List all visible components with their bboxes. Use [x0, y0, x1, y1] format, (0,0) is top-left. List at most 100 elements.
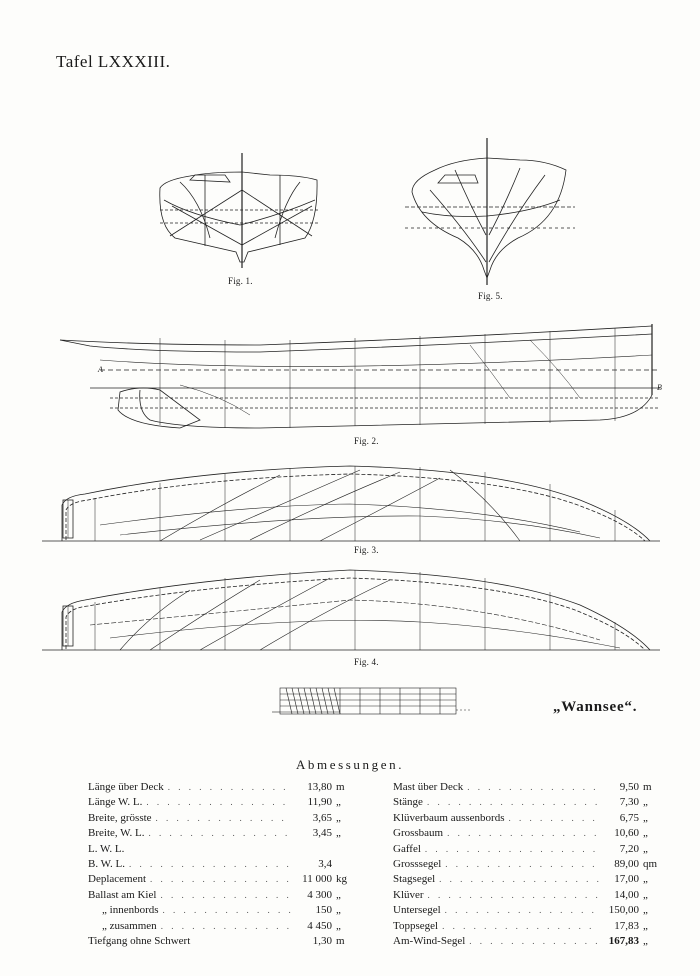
- dimension-value: 7,20: [619, 842, 639, 855]
- dimension-row: Länge über Deck. . . . . . . . . . . . .…: [88, 780, 356, 795]
- dimension-value: 3,65: [312, 811, 332, 824]
- dimension-row: Stänge. . . . . . . . . . . . . . . . .7…: [393, 795, 663, 810]
- dimension-label: Toppsegel: [393, 919, 439, 932]
- dimension-label: „ zusammen: [102, 919, 157, 932]
- dimension-unit: „: [643, 842, 648, 855]
- fig2-profile: [59, 324, 660, 429]
- dimension-value: 6,75: [619, 811, 639, 824]
- dimension-unit: „: [336, 827, 341, 840]
- dimension-row: Tiefgang ohne Schwert 1,30 m: [88, 934, 356, 949]
- dimension-label: Stagsegel: [393, 873, 436, 886]
- dimension-value: 17,00: [614, 873, 639, 886]
- fig5-body-plan: [405, 138, 575, 285]
- fig2-caption: Fig. 2.: [354, 436, 379, 446]
- dimension-value: 11,90: [307, 796, 332, 809]
- dimension-label: L. W. L.: [88, 842, 125, 855]
- fig2-mark-a: A: [97, 365, 103, 374]
- dimension-unit: „: [643, 888, 648, 901]
- dimension-value: 3,45: [312, 827, 332, 840]
- dimension-unit: „: [336, 919, 341, 932]
- dimension-label: Deplacement: [88, 873, 147, 886]
- dimension-row: L. W. L.: [88, 842, 356, 857]
- fig2-mark-b: B: [657, 383, 662, 392]
- dimension-value: 13,80: [307, 781, 332, 793]
- dimension-unit: „: [643, 796, 648, 809]
- dimension-row: „ innenbords. . . . . . . . . . . . . . …: [88, 903, 356, 918]
- dimensions-rig-list: Mast über Deck. . . . . . . . . . . . . …: [393, 780, 663, 949]
- dimension-unit: m: [336, 934, 345, 947]
- dimension-row: Mast über Deck. . . . . . . . . . . . . …: [393, 780, 663, 795]
- dimension-value: 3,4: [318, 857, 332, 870]
- dimension-row: Gaffel. . . . . . . . . . . . . . . . .7…: [393, 842, 663, 857]
- dimension-value: 10,60: [614, 827, 639, 840]
- boat-lines-drawing: A B: [42, 138, 662, 715]
- dimension-unit: „: [643, 919, 648, 932]
- dimension-row: Stagsegel. . . . . . . . . . . . . . . .…: [393, 872, 663, 887]
- dimension-unit: „: [336, 888, 341, 901]
- dimension-label: Klüverbaum aussenbords: [393, 811, 505, 824]
- fig1-body-plan: [159, 153, 318, 268]
- dimension-unit: „: [336, 796, 341, 809]
- dimension-label: Tiefgang ohne Schwert: [88, 934, 191, 947]
- dimension-row: Grossbaum. . . . . . . . . . . . . . . .…: [393, 826, 663, 841]
- dimension-label: Mast über Deck: [393, 781, 464, 793]
- dimension-label: Untersegel: [393, 904, 441, 917]
- dimension-label: B. W. L.: [88, 857, 125, 870]
- dimension-value: 17,83: [614, 919, 639, 932]
- dimension-label: Breite, grösste: [88, 811, 152, 824]
- dimension-row: Klüver. . . . . . . . . . . . . . . . .1…: [393, 888, 663, 903]
- dimension-row: Untersegel. . . . . . . . . . . . . . . …: [393, 903, 663, 918]
- dimension-unit: „: [336, 904, 341, 917]
- dimension-value: 1,30: [312, 934, 332, 947]
- dimension-label: Gaffel: [393, 842, 421, 855]
- fig3-waterlines-plan: [42, 465, 660, 542]
- dimension-unit: „: [643, 873, 648, 886]
- dimension-label: „ innenbords: [102, 904, 159, 917]
- dimension-unit: „: [643, 827, 648, 840]
- dimension-row: Länge W. L.. . . . . . . . . . . . . . .…: [88, 795, 356, 810]
- dimension-row: Am-Wind-Segel. . . . . . . . . . . . . .…: [393, 934, 663, 949]
- dimension-unit: kg: [336, 873, 347, 886]
- dimensions-hull-list: Länge über Deck. . . . . . . . . . . . .…: [88, 780, 356, 949]
- dimension-value: 14,00: [614, 888, 639, 901]
- dimension-unit: „: [643, 904, 648, 917]
- dimension-label: Ballast am Kiel: [88, 888, 157, 901]
- fig5-caption: Fig. 5.: [478, 291, 503, 301]
- fig1-caption: Fig. 1.: [228, 276, 253, 286]
- dimensions-heading: Abmessungen.: [295, 757, 405, 772]
- scale-bar: [272, 687, 470, 715]
- dimension-unit: qm: [643, 857, 658, 870]
- dimension-value: 7,30: [619, 796, 639, 809]
- dimension-label: Klüver: [393, 888, 424, 901]
- dimension-label: Breite, W. L.: [88, 827, 145, 840]
- dimension-value: 150,00: [608, 904, 639, 917]
- dimension-value: 11 000: [302, 873, 332, 886]
- fig4-caption: Fig. 4.: [354, 657, 379, 667]
- dimension-unit: „: [336, 811, 341, 824]
- dimension-label: Am-Wind-Segel: [393, 934, 466, 947]
- fig3-caption: Fig. 3.: [354, 545, 379, 555]
- dimension-row: Ballast am Kiel. . . . . . . . . . . . .…: [88, 888, 356, 903]
- dimension-label: Stänge: [393, 796, 423, 809]
- dimension-label: Grosssegel: [393, 857, 442, 870]
- fig4-diagonals-plan: [42, 569, 660, 651]
- dimension-row: Toppsegel. . . . . . . . . . . . . . . .…: [393, 919, 663, 934]
- dimension-unit: „: [643, 934, 648, 947]
- dimension-row: Grosssegel. . . . . . . . . . . . . . . …: [393, 857, 663, 872]
- dimension-label: Grossbaum: [393, 827, 444, 840]
- dimension-value: 4 300: [307, 888, 332, 901]
- dimension-value: 150: [315, 904, 333, 917]
- dimension-value: 9,50: [619, 781, 639, 793]
- dimension-row: Breite, W. L.. . . . . . . . . . . . . .…: [88, 826, 356, 841]
- dimension-row: „ zusammen. . . . . . . . . . . . . . . …: [88, 919, 356, 934]
- dimension-unit: „: [643, 811, 648, 824]
- dimension-value: 4 450: [307, 919, 332, 932]
- plate-title: Tafel LXXXIII.: [56, 52, 171, 71]
- dimension-row: B. W. L.. . . . . . . . . . . . . . . . …: [88, 850, 356, 870]
- dimension-label: Länge W. L.: [88, 796, 143, 809]
- dimension-value: 89,00: [614, 857, 639, 870]
- boat-name: „Wannsee“.: [553, 699, 638, 715]
- dimension-unit: m: [336, 781, 345, 793]
- dimension-value: 167,83: [608, 934, 639, 947]
- dimension-row: Deplacement. . . . . . . . . . . . . . .…: [88, 872, 356, 887]
